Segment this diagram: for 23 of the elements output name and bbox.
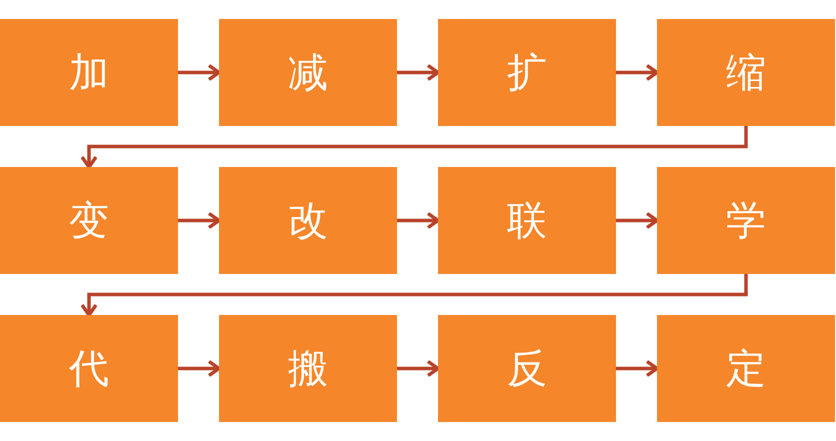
arrow [80,126,748,169]
arrow [616,360,659,378]
arrow [397,64,440,82]
process-box: 扩 [438,19,616,126]
process-box: 改 [219,167,397,274]
arrow [616,212,659,230]
arrow [178,360,221,378]
process-box: 变 [0,167,178,274]
process-box: 减 [219,19,397,126]
process-box: 缩 [657,19,835,126]
process-box: 加 [0,19,178,126]
process-box: 搬 [219,315,397,422]
process-box: 学 [657,167,835,274]
process-box: 联 [438,167,616,274]
process-box: 反 [438,315,616,422]
process-box: 定 [657,315,835,422]
arrow [397,212,440,230]
arrow [80,274,748,317]
arrow [397,360,440,378]
arrow [616,64,659,82]
arrow [178,64,221,82]
arrow [178,212,221,230]
process-box: 代 [0,315,178,422]
